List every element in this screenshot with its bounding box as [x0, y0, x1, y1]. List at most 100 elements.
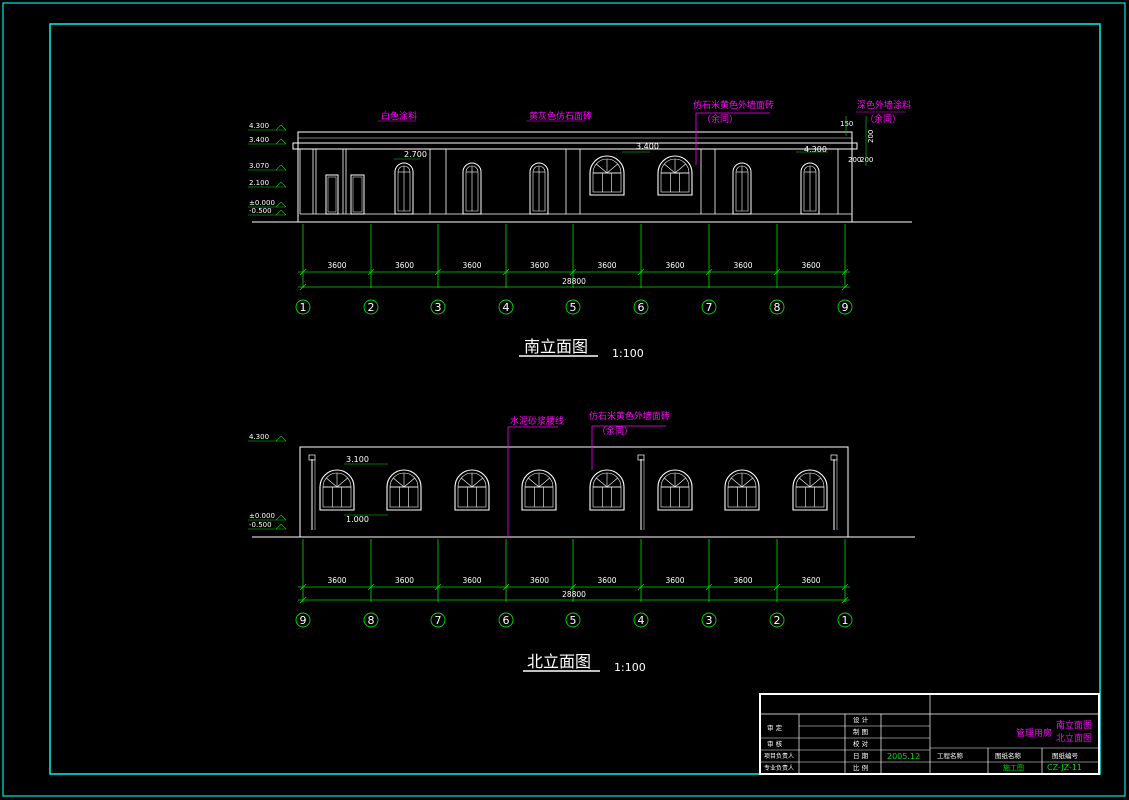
south-axis-label-7: 8	[774, 301, 781, 314]
north-total-tick-0	[299, 596, 307, 604]
south-door-1	[350, 174, 365, 215]
south-axis-label-4: 5	[570, 301, 577, 314]
north-fan-window-6-sash	[727, 486, 757, 508]
north-wall-lamps	[308, 454, 838, 530]
north-total-label: 28800	[562, 590, 586, 599]
south-dim-150: 150	[840, 120, 853, 128]
north-dim-3100: 3.100	[346, 455, 369, 464]
north-elevation: 4.300±0.000-0.500 3.100 1.000 水泥砂浆腰线 仿石米…	[248, 410, 915, 674]
north-axis-bubble-7	[769, 612, 785, 628]
south-arched-door-4	[800, 162, 820, 215]
tb-row-approve: 审 定	[767, 723, 783, 732]
north-axis-bubble-8	[837, 612, 853, 628]
south-fan-window-0	[589, 155, 625, 196]
north-fan-window-7-spoke	[799, 477, 811, 488]
north-fan-window-4-spoke	[606, 477, 618, 488]
south-drawing-scale: 1:100	[612, 347, 644, 360]
north-fan-window-6	[724, 469, 760, 511]
north-note-mortar-band: 水泥砂浆腰线	[510, 415, 564, 427]
tb-drawing-name-label: 图纸名称	[995, 751, 1022, 760]
north-fan-window-4	[589, 469, 625, 511]
south-fan-window-1	[657, 155, 693, 196]
south-arched-door-2	[529, 162, 549, 215]
south-axis-bubble-0	[295, 299, 311, 315]
north-fan-window-4-spoke	[596, 477, 608, 488]
north-level-label-1: ±0.000	[249, 512, 275, 520]
south-drawing-title: 南立面图	[524, 337, 588, 356]
tb-drawing-no-value: CZ-JZ-11	[1047, 763, 1082, 772]
tb-role-date: 日 期	[853, 752, 869, 760]
south-arched-door-0	[394, 162, 414, 215]
south-span-label-7: 3600	[801, 261, 820, 270]
north-span-label-1: 3600	[395, 576, 414, 585]
south-door-0-leaf	[327, 176, 337, 213]
tb-phase-value: 施工图	[1003, 763, 1024, 772]
north-fan-window-7-sash	[795, 486, 825, 508]
north-fan-window-5-sash	[660, 486, 690, 508]
south-axis-bubble-6	[701, 299, 717, 315]
north-facade-outline	[299, 446, 849, 538]
north-openings	[319, 469, 828, 511]
north-fan-window-3-spoke	[538, 477, 550, 488]
north-fan-window-6-spoke	[741, 477, 753, 488]
south-note-dark-paint: 深色外墙涂料	[857, 99, 911, 111]
south-axis-bubble-2	[430, 299, 446, 315]
south-level-label-5: -0.500	[249, 207, 272, 215]
north-fan-window-6-spoke	[731, 477, 743, 488]
south-level-triangle-1	[275, 138, 287, 145]
south-dim-2700: 2.700	[404, 150, 427, 159]
north-span-label-7: 3600	[801, 576, 820, 585]
north-fan-window-3-sash	[524, 486, 554, 508]
south-note-dark-paint-sub: （余同）	[865, 113, 901, 125]
tb-date-value: 2005.12	[887, 752, 920, 761]
north-span-label-3: 3600	[530, 576, 549, 585]
north-level-markers: 4.300±0.000-0.500	[248, 433, 287, 530]
south-axis-label-5: 6	[638, 301, 645, 314]
north-fan-window-2-spoke	[471, 477, 483, 488]
south-axis-label-6: 7	[706, 301, 713, 314]
south-span-label-0: 3600	[327, 261, 346, 270]
north-fan-window-3	[521, 469, 557, 511]
tb-sheet-title-south: 南立面图	[1056, 719, 1092, 731]
south-dim-200-a: 200	[867, 130, 875, 143]
south-note-grey-tile: 黄灰色仿石面砖	[529, 110, 592, 122]
south-arched-door-1	[462, 162, 482, 215]
south-dim-200-b: 200	[848, 156, 861, 164]
north-fan-window-5-spoke	[674, 477, 686, 488]
south-dim-200-c: 200	[860, 156, 873, 164]
south-span-label-2: 3600	[462, 261, 481, 270]
north-axis-label-0: 9	[300, 614, 307, 627]
south-level-label-4: ±0.000	[249, 199, 275, 207]
south-dim-3400: 3.400	[636, 142, 659, 151]
north-span-label-4: 3600	[597, 576, 616, 585]
north-axis-bubble-6	[701, 612, 717, 628]
north-drawing-scale: 1:100	[614, 661, 646, 674]
north-span-label-5: 3600	[665, 576, 684, 585]
north-level-label-0: 4.300	[249, 433, 269, 441]
north-axis-bubble-0	[295, 612, 311, 628]
north-fan-window-3-spoke	[528, 477, 540, 488]
south-note-yellow-tile-leader	[695, 112, 770, 165]
south-level-triangle-0	[275, 124, 287, 131]
tb-project-name: 管理用房	[1016, 727, 1052, 739]
south-level-label-3: 2.100	[249, 179, 269, 187]
south-span-label-1: 3600	[395, 261, 414, 270]
south-total-label: 28800	[562, 277, 586, 286]
north-axis-label-8: 1	[842, 614, 849, 627]
south-span-label-5: 3600	[665, 261, 684, 270]
north-axis-bubble-4	[565, 612, 581, 628]
south-axis-label-3: 4	[503, 301, 510, 314]
north-axis-bubble-5	[633, 612, 649, 628]
south-fan-window-1-spoke	[664, 163, 676, 174]
north-fan-window-1	[386, 469, 422, 511]
tb-row-discipline-lead: 专业负责人	[764, 764, 794, 772]
south-arched-door-3	[732, 162, 752, 215]
tb-row-project-lead: 项目负责人	[764, 752, 794, 760]
north-level-triangle-0	[275, 435, 287, 442]
south-door-1-leaf	[352, 176, 363, 213]
tb-project-label: 工程名称	[937, 751, 964, 760]
